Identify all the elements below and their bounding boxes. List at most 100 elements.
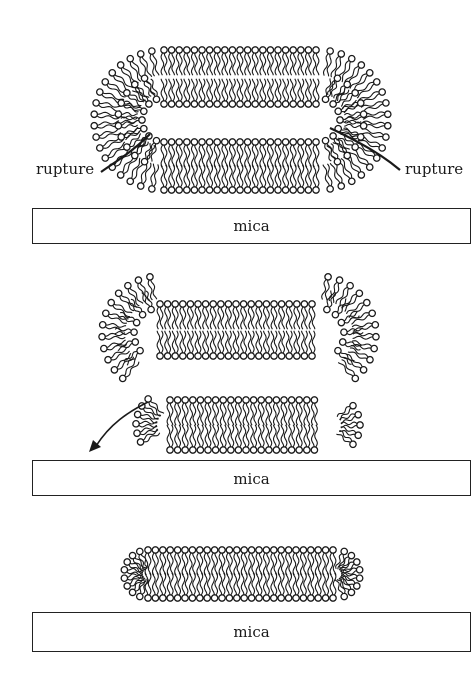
lipid-tail: [258, 403, 261, 425]
lipid-head: [241, 547, 247, 553]
lipid-tail: [267, 573, 270, 595]
lipid-head: [369, 310, 375, 316]
lipid-tail: [268, 145, 271, 167]
lipid-tail: [256, 553, 259, 575]
lipid-tail: [187, 165, 190, 187]
lipid-tail: [193, 553, 196, 575]
lipid-head: [172, 353, 178, 359]
lipid-tail: [171, 573, 174, 595]
lipid-tail: [176, 331, 179, 353]
lipid-head: [313, 101, 319, 107]
lipid-head: [102, 155, 108, 161]
lipid-head: [364, 299, 370, 305]
lipid-tail: [190, 403, 193, 425]
lipid-tail: [278, 145, 281, 167]
mica-label-3: mica: [33, 623, 470, 641]
lipid-head: [164, 353, 170, 359]
lipid-head: [101, 345, 107, 351]
lipid-tail: [233, 307, 236, 329]
lipid-tail: [218, 307, 221, 329]
lipid-tail: [259, 331, 262, 353]
lipid-head: [296, 397, 302, 403]
lipid-tail: [222, 573, 225, 595]
lipid-head: [313, 47, 319, 53]
lipid-tail: [249, 553, 252, 575]
lipid-tail: [185, 553, 188, 575]
lipid-tail: [233, 145, 236, 167]
lipid-tail: [176, 165, 179, 187]
lipid-head: [161, 139, 167, 145]
lipid-tail: [243, 403, 246, 425]
lipid-head: [298, 47, 304, 53]
mica-label-1: mica: [33, 217, 470, 235]
lipid-head: [137, 439, 143, 445]
lipid-head: [290, 139, 296, 145]
lipid-head: [212, 447, 218, 453]
lipid-head: [138, 51, 144, 57]
lipid-head: [149, 186, 155, 192]
lipid-tail: [290, 53, 293, 75]
lipid-tail: [309, 53, 312, 75]
lipid-head: [222, 187, 228, 193]
lipid-tail: [245, 573, 248, 595]
lipid-head: [298, 187, 304, 193]
lipid-tail: [163, 573, 166, 595]
lipid-tail: [263, 145, 266, 167]
lipid-head: [115, 123, 121, 129]
lipid-tail: [256, 79, 259, 101]
lipid-tail: [296, 425, 299, 447]
lipid-head: [256, 353, 262, 359]
lipid-tail: [167, 553, 170, 575]
lipid-head: [288, 397, 294, 403]
lipid-tail: [230, 79, 233, 101]
lipid-head: [115, 111, 121, 117]
lipid-tail: [341, 422, 357, 425]
lipid-head: [214, 47, 220, 53]
lipid-head: [281, 447, 287, 453]
lipid-head: [367, 164, 373, 170]
lipid-tail: [248, 331, 251, 353]
lipid-tail: [252, 331, 255, 353]
lipid-tail: [297, 307, 300, 329]
lipid-head: [180, 353, 186, 359]
lipid-tail: [239, 425, 242, 447]
lipid-tail: [206, 307, 209, 329]
lipid-tail: [251, 425, 254, 447]
lipid-head: [168, 187, 174, 193]
lipid-head: [149, 48, 155, 54]
lipid-tail: [290, 145, 293, 167]
lipid-head: [256, 595, 262, 601]
lipid-tail: [167, 425, 170, 447]
lipid-tail: [304, 573, 307, 595]
lipid-head: [184, 47, 190, 53]
lipid-tail: [246, 403, 249, 425]
lipid-tail: [309, 165, 312, 187]
lipid-tail: [294, 307, 297, 329]
lipid-tail: [316, 79, 319, 101]
lipid-tail: [304, 425, 307, 447]
lipid-tail: [122, 125, 138, 128]
lipid-head: [244, 187, 250, 193]
lipid-tail: [182, 553, 185, 575]
lipid-tail: [286, 553, 289, 575]
lipid-head: [383, 134, 389, 140]
mica-substrate-2: mica: [32, 460, 471, 496]
lipid-tail: [243, 425, 246, 447]
lipid-head: [336, 277, 342, 283]
lipid-tail: [241, 573, 244, 595]
lipid-head: [248, 301, 254, 307]
lipid-head: [189, 595, 195, 601]
lipid-tail: [161, 53, 164, 75]
lipid-tail: [167, 573, 170, 595]
lipid-head: [118, 100, 124, 106]
lipid-tail: [282, 307, 285, 329]
lipid-tail: [183, 331, 186, 353]
lipid-tail: [186, 403, 189, 425]
lipid-head: [374, 79, 380, 85]
lipid-tail: [260, 79, 263, 101]
lipid-tail: [198, 307, 201, 329]
lipid-tail: [264, 307, 267, 329]
lipid-tail: [176, 53, 179, 75]
lipid-tail: [311, 573, 314, 595]
lipid-tail: [252, 165, 255, 187]
